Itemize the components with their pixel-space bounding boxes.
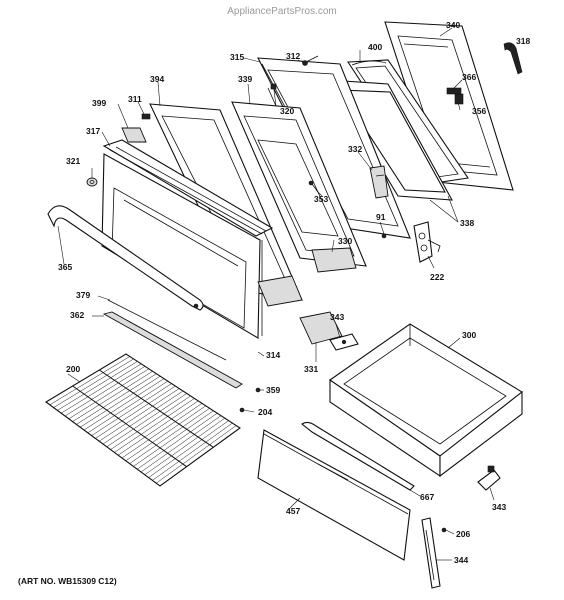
rack-wire	[99, 369, 214, 448]
watermark-text: AppliancePartsPros.com	[227, 6, 337, 17]
part-330-shield	[311, 247, 357, 273]
part-339-door-liner	[231, 101, 367, 267]
callout-91: 91	[376, 212, 386, 222]
part-200-oven-rack	[45, 353, 241, 487]
rack-wire	[95, 385, 176, 439]
callout-366: 366	[462, 72, 476, 82]
rack-wire	[83, 378, 165, 431]
callout-300: 300	[462, 330, 476, 340]
rack-wire	[140, 415, 222, 473]
callout-222: 222	[430, 272, 444, 282]
callout-365: 365	[58, 262, 72, 272]
callout-343-upper: 343	[330, 312, 344, 322]
rack-wire	[106, 393, 187, 448]
callout-321: 321	[66, 156, 80, 166]
rack-wire	[87, 380, 168, 434]
rack-wire	[118, 400, 199, 456]
rack-wire	[137, 412, 218, 470]
callout-331: 331	[304, 364, 318, 374]
part-332-bracket	[369, 165, 389, 199]
rack-wire	[121, 403, 203, 459]
part-331-insulation	[257, 275, 343, 345]
callout-379: 379	[76, 290, 90, 300]
rack-wire	[99, 388, 180, 442]
rack-wire	[76, 373, 157, 425]
callout-206: 206	[456, 529, 470, 539]
rack-wire	[91, 383, 172, 436]
part-321-plug	[86, 177, 98, 187]
rack-wire	[110, 395, 191, 450]
callout-340: 340	[446, 20, 460, 30]
callout-204: 204	[258, 407, 272, 417]
callout-400: 400	[368, 42, 382, 52]
rack-wire	[144, 417, 225, 476]
callout-330: 330	[338, 236, 352, 246]
part-362-strip	[102, 311, 243, 389]
callout-314: 314	[266, 350, 280, 360]
rack-wire	[53, 358, 134, 408]
callout-332: 332	[348, 144, 362, 154]
art-number: (ART NO. WB15309 C12)	[18, 576, 117, 586]
callout-318: 318	[516, 36, 530, 46]
part-317-vent-trim	[102, 139, 274, 237]
part-667-rail	[301, 421, 415, 491]
part-204-screw	[239, 407, 245, 413]
rack-wire	[133, 410, 214, 467]
callout-311: 311	[128, 94, 142, 104]
part-359-screw	[255, 387, 261, 393]
part-379-rod	[107, 299, 227, 361]
part-343-latch-lower	[477, 465, 501, 491]
rack-wire	[64, 366, 146, 417]
callout-399: 399	[92, 98, 106, 108]
callout-667: 667	[420, 492, 434, 502]
callout-457: 457	[286, 506, 300, 516]
callout-338: 338	[460, 218, 474, 228]
callout-359: 359	[266, 385, 280, 395]
rack-wire	[57, 361, 138, 411]
part-91-screw	[381, 233, 387, 239]
part-314-door-outer	[101, 153, 263, 339]
part-399-bracket	[121, 127, 147, 143]
part-311-clip	[141, 113, 151, 120]
rack-wire	[148, 420, 229, 478]
callout-339: 339	[238, 74, 252, 84]
callout-317: 317	[86, 126, 100, 136]
rack-wire	[114, 398, 195, 453]
rack-wire	[152, 422, 233, 481]
part-365-handle	[47, 205, 204, 311]
rack-wire	[68, 368, 149, 420]
part-222-hinge	[413, 221, 441, 263]
rack-wire	[102, 390, 184, 445]
callout-320: 320	[280, 106, 294, 116]
part-457-drawer-front	[257, 429, 411, 561]
callout-353: 353	[314, 194, 328, 204]
rack-wire	[72, 385, 187, 468]
part-300-drawer	[329, 323, 523, 478]
callout-200: 200	[66, 364, 80, 374]
leader-lines	[57, 27, 513, 561]
callout-312: 312	[286, 51, 300, 61]
part-206-screw	[441, 527, 447, 533]
rack-wire	[125, 405, 206, 462]
callout-362: 362	[70, 310, 84, 320]
rack-wire	[72, 371, 153, 422]
part-318-clip	[503, 42, 523, 75]
rack-wire	[156, 425, 237, 484]
part-343-latch-upper	[329, 333, 359, 351]
callout-343-lower: 343	[492, 502, 506, 512]
callout-labels: 340 318 315 312 400 366 356 394 339 320 …	[58, 20, 530, 565]
part-320-screw	[267, 83, 277, 107]
callout-344: 344	[454, 555, 468, 565]
rack-wire	[61, 363, 142, 414]
callout-356: 356	[472, 106, 486, 116]
callout-315: 315	[230, 52, 244, 62]
part-344-slide-rail	[421, 517, 441, 589]
rack-wire	[80, 375, 161, 428]
rack-wire	[129, 408, 210, 464]
callout-394: 394	[150, 74, 164, 84]
rack-wire	[49, 356, 130, 406]
